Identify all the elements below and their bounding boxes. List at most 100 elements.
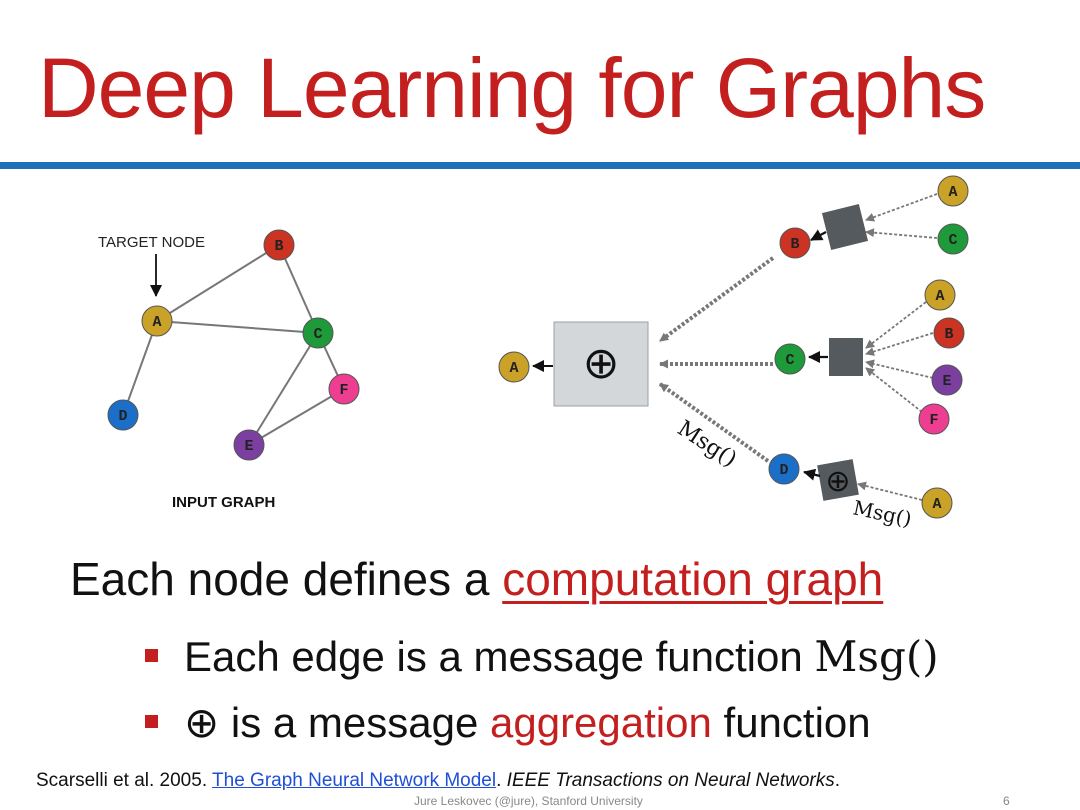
edge-a-c (156, 320, 319, 334)
comp-leaf-b-c: C (937, 223, 969, 255)
node-label: E (942, 373, 951, 390)
bullet-1: Each edge is a message function Msg() (145, 632, 939, 681)
node-circle (937, 223, 969, 255)
node-circle (924, 279, 956, 311)
node-circle (937, 175, 969, 207)
bullet-square-icon (145, 715, 158, 729)
level1-edges (658, 256, 775, 463)
msg-edge-b-to-root (658, 256, 775, 343)
comp-leaf-b-a: A (937, 175, 969, 207)
comp-root-node-a: A (498, 351, 530, 383)
edge-a-b (156, 244, 280, 322)
node-circle (774, 343, 806, 375)
node-label: A (932, 496, 941, 513)
title-divider (0, 162, 1080, 169)
comp-node-c: C (774, 343, 806, 375)
node-circle (263, 229, 295, 261)
aggregator-d-symbol: ⊕ (825, 464, 850, 499)
computation-graph: ⊕ A ⊕ B C D (498, 175, 969, 531)
node-circle (921, 487, 953, 519)
comp-leaf-c-b: B (933, 317, 965, 349)
msg-edge-a-to-c-box (865, 301, 927, 349)
node-label: C (785, 352, 794, 369)
node-label: B (274, 238, 283, 255)
bullet-square-icon (145, 649, 158, 663)
input-graph-label: INPUT GRAPH (172, 494, 275, 511)
bullet-1-msg: Msg() (814, 632, 939, 681)
msg-edge-c-to-b-box (865, 228, 938, 239)
node-label: A (935, 288, 944, 305)
main-statement-highlight: computation graph (502, 553, 884, 605)
edge-b-c (278, 244, 319, 334)
root-aggregator-box (553, 321, 649, 407)
node-label: B (790, 236, 799, 253)
node-circle (107, 399, 139, 431)
node-circle (233, 429, 265, 461)
input-node-f: F (328, 373, 360, 405)
msg-edge-a-to-d-box (857, 481, 923, 501)
slide-title: Deep Learning for Graphs (38, 41, 986, 135)
node-label: F (339, 382, 348, 399)
node-label: A (948, 184, 957, 201)
input-graph: TARGET NODE A B C D E (98, 229, 360, 511)
bullet-2-text2: function (711, 699, 871, 746)
aggregator-output-arrow (810, 229, 827, 241)
node-circle (302, 317, 334, 349)
comp-leaf-c-f: F (918, 403, 950, 435)
msg-edge-b-to-c-box (865, 332, 934, 356)
bullet-2: ⊕ is a message aggregation function (145, 698, 871, 747)
comp-leaf-d-a: A (921, 487, 953, 519)
reference-authors: Scarselli et al. 2005. (36, 770, 213, 791)
input-node-b: B (263, 229, 295, 261)
node-label: A (509, 360, 518, 377)
reference-end: . (834, 770, 841, 791)
node-label: C (948, 232, 957, 249)
input-node-d: D (107, 399, 139, 431)
reference: Scarselli et al. 2005. The Graph Neural … (36, 770, 840, 792)
target-node-label: TARGET NODE (98, 234, 205, 251)
node-circle (141, 305, 173, 337)
msg-edge-e-to-c-box (865, 359, 934, 379)
footer-credit: Jure Leskovec (@jure), Stanford Universi… (414, 794, 643, 808)
comp-node-b: B (779, 227, 811, 259)
edge-a-d (122, 320, 158, 416)
node-circle (918, 403, 950, 435)
edge-e-f (248, 388, 345, 446)
page-number: 6 (1003, 794, 1010, 808)
node-label: D (779, 462, 788, 479)
node-circle (931, 364, 963, 396)
node-label: F (929, 412, 938, 429)
aggregator-b (810, 203, 869, 251)
main-statement-prefix: Each node defines a (70, 553, 503, 605)
node-circle (768, 453, 800, 485)
reference-journal: IEEE Transactions on Neural Networks (506, 770, 835, 791)
aggregator-box (817, 459, 859, 501)
msg-label-root: Msg() (673, 416, 741, 472)
comp-node-d: D (768, 453, 800, 485)
bullet-1-text: Each edge is a message function (184, 633, 815, 680)
reference-sep: . (496, 770, 507, 791)
aggregator-box (821, 203, 869, 251)
aggregator-output-arrow (803, 468, 821, 481)
msg-edge-a-to-b-box (865, 193, 938, 222)
node-label: E (244, 438, 253, 455)
node-label: C (313, 326, 322, 343)
aggregator-box (829, 338, 863, 376)
node-label: D (118, 408, 127, 425)
node-circle (779, 227, 811, 259)
node-circle (933, 317, 965, 349)
diagram: TARGET NODE A B C D E (98, 175, 969, 531)
node-circle (498, 351, 530, 383)
msg-edge-f-to-c-box (865, 367, 923, 413)
input-node-c: C (302, 317, 334, 349)
comp-leaf-c-a: A (924, 279, 956, 311)
input-node-e: E (233, 429, 265, 461)
node-label: A (152, 314, 161, 331)
edge-c-e (248, 332, 319, 446)
reference-link[interactable]: The Graph Neural Network Model (212, 770, 497, 791)
main-statement: Each node defines a computation graph (70, 552, 883, 606)
leaf-edges (857, 193, 938, 501)
node-circle (328, 373, 360, 405)
bullet-2-symbol: ⊕ (184, 698, 220, 747)
aggregator-c (808, 338, 863, 376)
